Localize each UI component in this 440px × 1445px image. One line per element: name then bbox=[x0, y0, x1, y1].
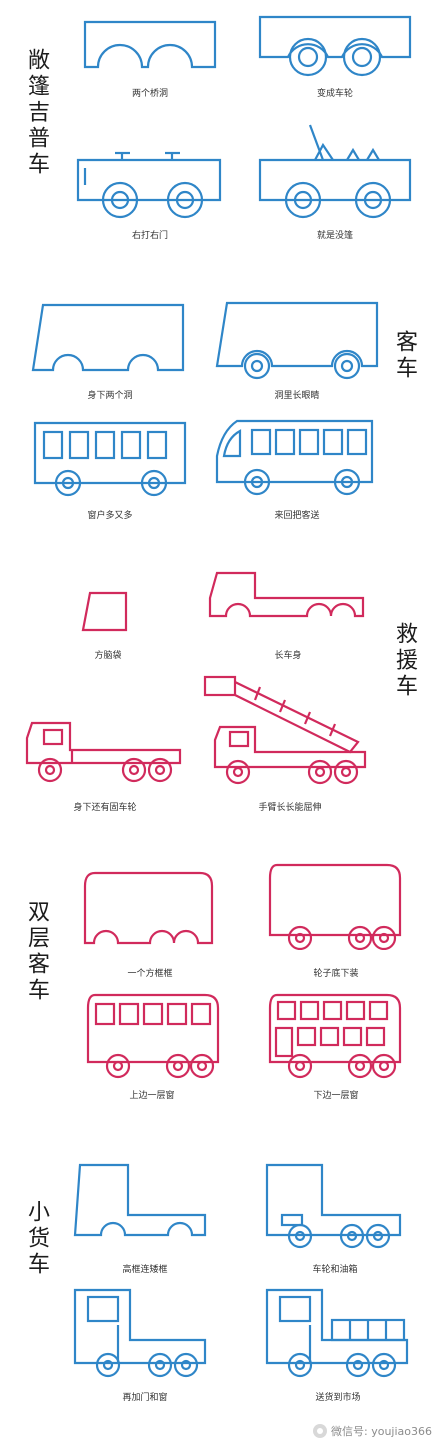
double-decker-step-2-caption: 轮子底下装 bbox=[313, 969, 359, 979]
jeep-step-1-drawing bbox=[70, 12, 230, 82]
section-bus: 客车 身下两个洞 洞里长眼睛 窗户多又多 bbox=[0, 290, 440, 560]
double-decker-step-3-drawing bbox=[80, 990, 225, 1080]
small-truck-step-3-drawing bbox=[70, 1285, 215, 1380]
jeep-step-3-caption: 右打右门 bbox=[131, 231, 168, 241]
bus-step-3-caption: 窗户多又多 bbox=[87, 511, 133, 521]
section-title-double-decker: 双层客车 bbox=[24, 900, 49, 1004]
jeep-step-1-caption: 两个桥洞 bbox=[131, 89, 168, 99]
section-rescue: 救援车 方脑袋 长车身 身下还有固车轮 bbox=[0, 560, 440, 840]
jeep-step-4-caption: 就是没篷 bbox=[316, 231, 353, 241]
jeep-step-3-drawing bbox=[70, 150, 230, 220]
rescue-step-2-drawing bbox=[205, 568, 370, 638]
bus-step-2-drawing bbox=[212, 298, 382, 380]
section-title-small-truck: 小货车 bbox=[24, 1200, 49, 1278]
section-jeep: 敞篷吉普车 两个桥洞 变成车轮 右打右门 bbox=[0, 0, 440, 290]
section-double-decker: 双层客车 一个方框框 轮子底下装 上边一层窗 bbox=[0, 840, 440, 1120]
bus-step-2-caption: 洞里长眼睛 bbox=[274, 391, 320, 401]
section-small-truck: 小货车 高框连矮框 车轮和油箱 再加门和窗 bbox=[0, 1120, 440, 1445]
double-decker-step-4-drawing bbox=[262, 990, 407, 1080]
rescue-step-4-caption: 手臂长长能屈伸 bbox=[258, 803, 322, 813]
small-truck-step-2-caption: 车轮和油箱 bbox=[312, 1265, 358, 1275]
jeep-step-4-drawing bbox=[255, 120, 420, 220]
bus-step-1-caption: 身下两个洞 bbox=[87, 391, 133, 401]
small-truck-step-1-drawing bbox=[70, 1160, 215, 1250]
section-title-bus: 客车 bbox=[392, 330, 417, 382]
small-truck-step-3-caption: 再加门和窗 bbox=[122, 1393, 168, 1403]
double-decker-step-2-drawing bbox=[262, 860, 407, 950]
small-truck-step-2-drawing bbox=[262, 1160, 407, 1250]
rescue-step-1-caption: 方脑袋 bbox=[94, 651, 122, 661]
watermark-text: 微信号: youjiao366 bbox=[331, 1425, 432, 1438]
small-truck-step-4-drawing bbox=[262, 1285, 412, 1380]
double-decker-step-1-caption: 一个方框框 bbox=[127, 969, 173, 979]
bus-step-1-drawing bbox=[28, 300, 193, 380]
bus-step-4-caption: 来回把客送 bbox=[274, 511, 320, 521]
rescue-step-3-caption: 身下还有固车轮 bbox=[73, 803, 137, 813]
rescue-step-1-drawing bbox=[78, 588, 138, 638]
jeep-step-2-drawing bbox=[250, 12, 420, 82]
small-truck-step-1-caption: 高框连矮框 bbox=[122, 1265, 168, 1275]
bus-step-4-drawing bbox=[212, 416, 382, 498]
double-decker-step-1-drawing bbox=[80, 868, 220, 953]
double-decker-step-3-caption: 上边一层窗 bbox=[129, 1091, 175, 1101]
section-title-jeep: 敞篷吉普车 bbox=[24, 48, 49, 178]
watermark: 微信号: youjiao366 bbox=[313, 1423, 432, 1439]
section-title-rescue: 救援车 bbox=[392, 622, 417, 700]
rescue-step-3-drawing bbox=[22, 708, 187, 788]
small-truck-step-4-caption: 送货到市场 bbox=[315, 1393, 361, 1403]
double-decker-step-4-caption: 下边一层窗 bbox=[313, 1091, 359, 1101]
rescue-step-4-drawing bbox=[200, 672, 375, 790]
wechat-icon bbox=[313, 1424, 327, 1438]
jeep-step-2-caption: 变成车轮 bbox=[316, 89, 353, 99]
bus-step-3-drawing bbox=[30, 418, 195, 498]
rescue-step-2-caption: 长车身 bbox=[274, 651, 302, 661]
